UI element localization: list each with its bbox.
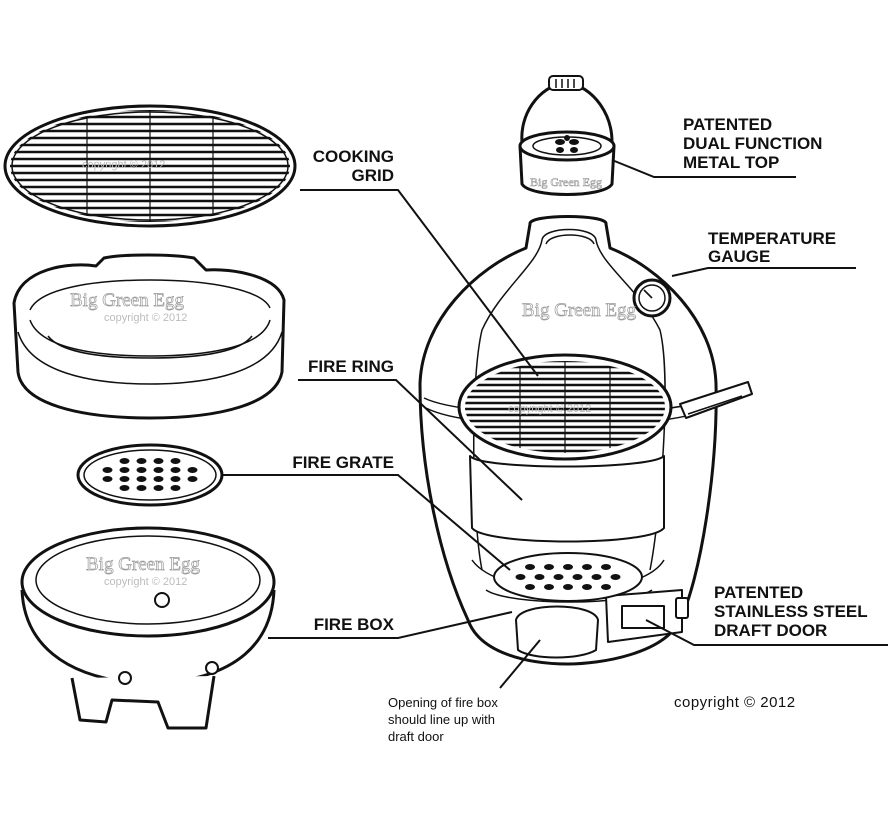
cooking-grid-label-line2: GRID xyxy=(352,166,395,185)
metal-top-label-line1: PATENTED xyxy=(683,115,772,134)
note-line2: should line up with xyxy=(388,712,495,727)
temperature-gauge-icon xyxy=(634,280,670,316)
grate-hole xyxy=(171,467,181,473)
grate-hole xyxy=(171,476,181,482)
inner-fire-grate xyxy=(494,553,642,601)
note-line3: draft door xyxy=(388,729,444,744)
fire-box-copyright-watermark: copyright © 2012 xyxy=(104,576,187,588)
grate-hole xyxy=(154,458,164,464)
cooking-grid-part: copyright © 2012 xyxy=(5,106,295,226)
grate-hole xyxy=(188,476,198,482)
grate-hole xyxy=(601,564,611,570)
grate-hole xyxy=(544,564,554,570)
fire-box-part: Big Green Egg copyright © 2012 xyxy=(22,528,274,728)
fire-grate-label: FIRE GRATE xyxy=(292,453,394,472)
note-line1: Opening of fire box xyxy=(388,695,498,710)
grate-hole xyxy=(103,467,113,473)
inner-cooking-grid: copyright © 2012 xyxy=(459,355,671,459)
copyright-text: copyright © 2012 xyxy=(674,694,796,711)
grate-hole xyxy=(154,476,164,482)
grate-hole xyxy=(154,467,164,473)
grate-hole xyxy=(535,574,545,580)
metal-top-label-line3: METAL TOP xyxy=(683,153,779,172)
egg-brand-watermark: Big Green Egg xyxy=(522,300,636,321)
grate-hole xyxy=(525,584,535,590)
grate-hole xyxy=(582,584,592,590)
grate-hole xyxy=(611,574,621,580)
grate-hole xyxy=(171,485,181,491)
metal-top-label-line2: DUAL FUNCTION xyxy=(683,134,822,153)
temperature-gauge-label-line1: TEMPERATURE xyxy=(708,229,836,248)
grate-hole xyxy=(120,476,130,482)
grate-hole xyxy=(154,485,164,491)
grate-hole xyxy=(137,467,147,473)
fire-ring-label: FIRE RING xyxy=(308,357,394,376)
grate-hole xyxy=(171,458,181,464)
temperature-gauge-label-line2: GAUGE xyxy=(708,247,770,266)
grate-hole xyxy=(120,467,130,473)
grate-hole xyxy=(120,458,130,464)
grid-watermark: copyright © 2012 xyxy=(82,159,165,171)
fire-ring-part: Big Green Egg copyright © 2012 xyxy=(14,255,284,418)
grate-hole xyxy=(137,458,147,464)
grate-hole xyxy=(582,564,592,570)
draft-door-label-line3: DRAFT DOOR xyxy=(714,621,827,640)
grate-hole xyxy=(516,574,526,580)
grate-hole xyxy=(137,476,147,482)
grate-hole xyxy=(544,584,554,590)
fire-box-label: FIRE BOX xyxy=(314,615,395,634)
metal-top-part: Big Green Egg xyxy=(520,76,614,195)
grate-hole xyxy=(525,564,535,570)
grate-hole xyxy=(601,584,611,590)
inner-grid-watermark: copyright © 2012 xyxy=(508,403,591,415)
fire-box-brand-watermark: Big Green Egg xyxy=(86,554,200,575)
grate-hole xyxy=(137,485,147,491)
draft-door-label-line2: STAINLESS STEEL xyxy=(714,602,868,621)
cooking-grid-label-line1: COOKING xyxy=(313,147,394,166)
metal-top-brand-watermark: Big Green Egg xyxy=(530,175,602,189)
grate-hole xyxy=(554,574,564,580)
fire-ring-copyright-watermark: copyright © 2012 xyxy=(104,312,187,324)
grate-hole xyxy=(103,476,113,482)
grate-hole xyxy=(573,574,583,580)
fire-grate-part xyxy=(78,445,222,505)
grate-hole xyxy=(188,467,198,473)
fire-ring-brand-watermark: Big Green Egg xyxy=(70,290,184,311)
grate-hole xyxy=(563,564,573,570)
grate-hole xyxy=(592,574,602,580)
grate-hole xyxy=(120,485,130,491)
draft-door-label-line1: PATENTED xyxy=(714,583,803,602)
grate-hole xyxy=(563,584,573,590)
